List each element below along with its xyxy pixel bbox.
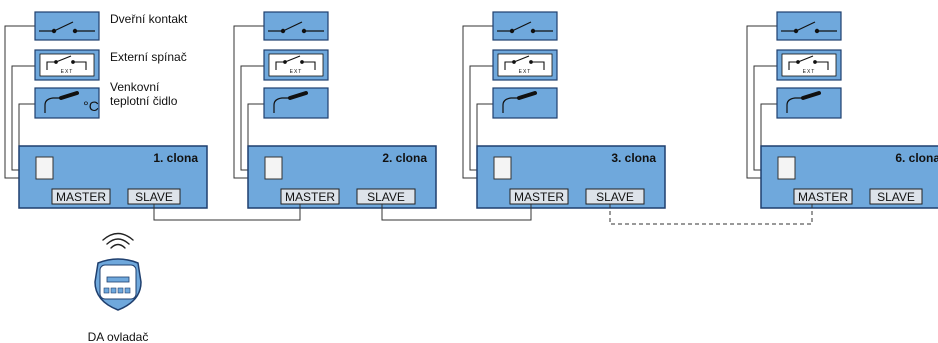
- ext-label: EXT: [803, 69, 816, 75]
- slave-button[interactable]: SLAVE: [356, 188, 416, 205]
- temperature-sensor[interactable]: [492, 87, 558, 119]
- master-label: MASTER: [56, 190, 106, 204]
- door-contact[interactable]: [492, 11, 558, 41]
- unit-title: 1. clona: [153, 151, 198, 165]
- external-switch-label: Externí spínač: [110, 50, 187, 64]
- temperature-sensor[interactable]: [263, 87, 329, 119]
- slave-label: SLAVE: [596, 190, 634, 204]
- degree-label: °C: [83, 98, 99, 114]
- terminal-block-icon: [777, 156, 796, 180]
- door-contact-icon: [39, 21, 95, 34]
- master-label: MASTER: [514, 190, 564, 204]
- temperature-sensor[interactable]: [776, 87, 842, 119]
- temperature-sensor[interactable]: °C: [34, 87, 100, 119]
- external-switch[interactable]: EXT: [776, 49, 842, 81]
- ext-label: EXT: [61, 69, 74, 75]
- external-switch-icon: [268, 53, 324, 77]
- ext-label: EXT: [519, 69, 532, 75]
- outdoor-sensor-label-line2: teplotní čidlo: [110, 94, 178, 108]
- door-contact-label: Dveřní kontakt: [110, 12, 188, 26]
- temperature-sensor-icon: [44, 91, 79, 113]
- master-button[interactable]: MASTER: [793, 188, 853, 205]
- terminal-block-icon: [35, 156, 54, 180]
- chain-links: [153, 204, 813, 225]
- remote-control-icon: [94, 258, 142, 311]
- unit-title: 3. clona: [611, 151, 656, 165]
- master-button[interactable]: MASTER: [509, 188, 569, 205]
- link-3-6-dashed: [609, 204, 813, 225]
- master-label: MASTER: [798, 190, 848, 204]
- external-switch[interactable]: EXT: [34, 49, 100, 81]
- unit-title: 2. clona: [382, 151, 427, 165]
- link-1-2: [153, 204, 301, 221]
- temperature-sensor-icon: [273, 91, 308, 113]
- terminal-block-icon: [493, 156, 512, 180]
- slave-label: SLAVE: [135, 190, 173, 204]
- unit-title: 6. clona: [895, 151, 938, 165]
- external-switch[interactable]: EXT: [263, 49, 329, 81]
- external-switch-icon: [781, 53, 837, 77]
- door-contact-icon: [497, 21, 553, 34]
- link-2-3: [381, 204, 532, 221]
- external-switch-icon: [497, 53, 553, 77]
- master-button[interactable]: MASTER: [280, 188, 340, 205]
- slave-button[interactable]: SLAVE: [585, 188, 645, 205]
- temperature-sensor-icon: [502, 91, 537, 113]
- external-switch[interactable]: EXT: [492, 49, 558, 81]
- terminal-block-icon: [264, 156, 283, 180]
- ext-label: EXT: [290, 69, 303, 75]
- outdoor-sensor-label-line1: Venkovní: [110, 80, 160, 94]
- door-contact-icon: [268, 21, 324, 34]
- door-contact-icon: [781, 21, 837, 34]
- wireless-signal-icon: [102, 232, 134, 249]
- temperature-sensor-icon: [786, 91, 821, 113]
- slave-button[interactable]: SLAVE: [869, 188, 923, 205]
- slave-button[interactable]: SLAVE: [127, 188, 181, 205]
- external-switch-icon: [39, 53, 95, 77]
- slave-label: SLAVE: [367, 190, 405, 204]
- remote-label: DA ovladač: [88, 330, 149, 343]
- master-label: MASTER: [285, 190, 335, 204]
- master-button[interactable]: MASTER: [51, 188, 111, 205]
- slave-label: SLAVE: [877, 190, 915, 204]
- door-contact[interactable]: [263, 11, 329, 41]
- door-contact[interactable]: [34, 11, 100, 41]
- door-contact[interactable]: [776, 11, 842, 41]
- remote-control[interactable]: DA ovladač: [88, 232, 149, 343]
